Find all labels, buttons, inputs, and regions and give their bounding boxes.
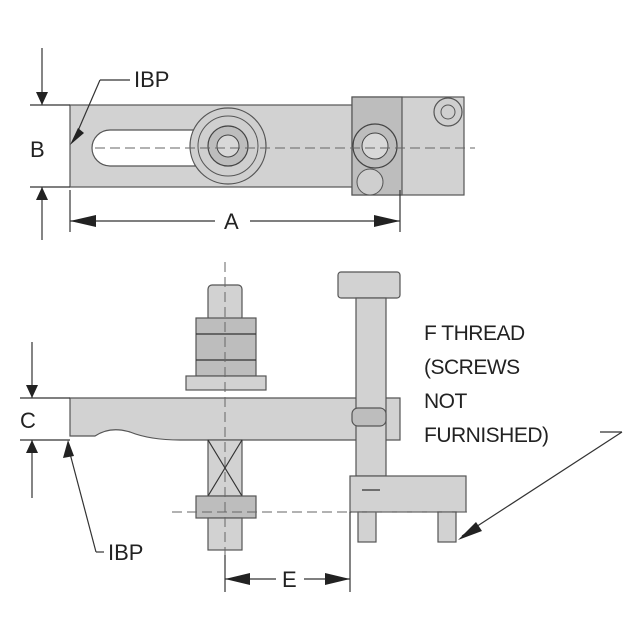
top-view-pin-inner [440, 104, 456, 120]
top-view-stud [216, 134, 240, 158]
side-view-screw-shank [355, 297, 387, 477]
ibp-bottom-label: IBP [108, 540, 143, 565]
top-view-pin [433, 97, 463, 127]
note-line-2: (SCREWS [424, 356, 520, 379]
note-line-3: NOT [424, 390, 468, 413]
ibp-top-callout: IBP [70, 67, 169, 145]
side-view-pin-right [437, 511, 457, 543]
side-view-screw-head [337, 271, 401, 299]
side-view-screw-slot [351, 407, 387, 427]
side-view-washer [185, 375, 267, 391]
note-line-1: F THREAD [424, 322, 525, 345]
side-view-heel-block [349, 475, 467, 513]
dim-b-label: B [30, 137, 45, 162]
dim-e-label: E [282, 567, 297, 592]
thread-note: F THREAD (SCREWS NOT FURNISHED) [424, 322, 623, 540]
top-view [69, 96, 475, 196]
ibp-top-label: IBP [134, 67, 169, 92]
top-view-washer-inner [197, 115, 259, 177]
dim-c-label: C [20, 408, 36, 433]
dim-c: C [20, 342, 70, 498]
dim-a-label: A [224, 209, 239, 234]
side-view-lower-nut [195, 495, 257, 519]
side-view-clamp-bar [69, 397, 401, 441]
side-view [69, 262, 470, 560]
dim-e: E [224, 512, 351, 592]
note-line-4: FURNISHED) [424, 424, 549, 447]
dim-a: A [69, 190, 401, 234]
side-view-pin-left [357, 511, 377, 543]
top-view-heel-screw-inner [361, 132, 389, 160]
top-view-heel-nut [356, 168, 384, 196]
dim-b: B [30, 48, 70, 240]
ibp-bottom-callout: IBP [63, 440, 143, 565]
side-view-nut [195, 317, 257, 377]
